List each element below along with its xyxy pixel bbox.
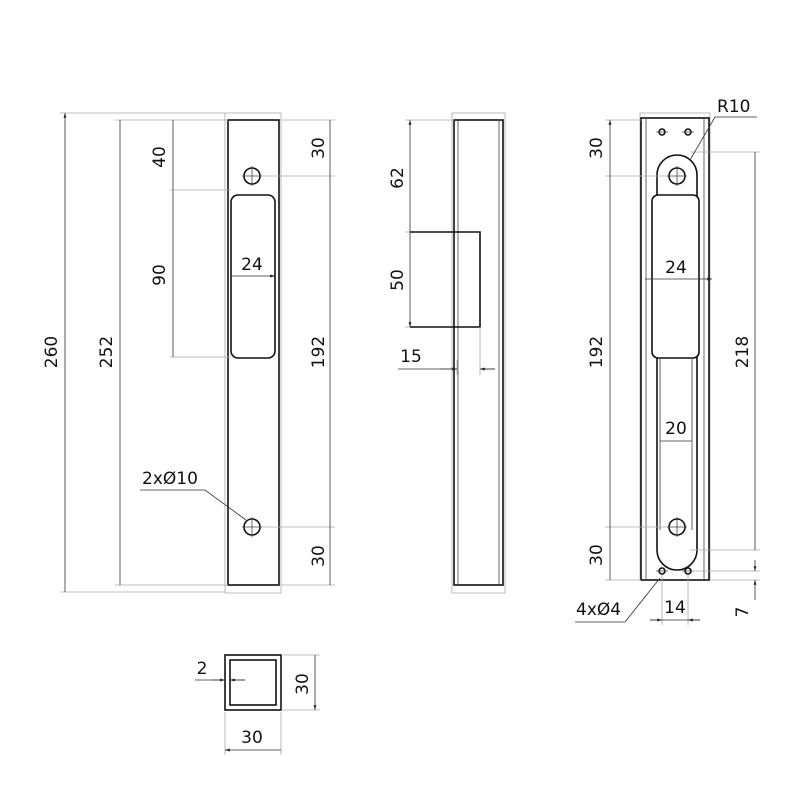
rear-view: R10 30 192 30 218 24 20 4xØ4 14 7 bbox=[575, 97, 760, 625]
dim-radius: R10 bbox=[717, 97, 750, 117]
dim-section-width: 30 bbox=[241, 728, 263, 748]
dim-slot-length: 218 bbox=[733, 336, 753, 368]
dim-hole-spacing: 192 bbox=[309, 336, 329, 368]
dim-bottom-hole-offset: 30 bbox=[587, 544, 607, 566]
dim-tongue-depth: 15 bbox=[400, 347, 422, 367]
section-view: 2 30 30 bbox=[195, 654, 320, 755]
dim-top-hole-offset: 30 bbox=[587, 137, 607, 159]
dim-body-length: 252 bbox=[97, 336, 117, 368]
dim-plate-width: 24 bbox=[665, 258, 687, 278]
dim-tongue-offset: 62 bbox=[388, 167, 408, 189]
dim-bottom-hole-offset: 30 bbox=[309, 545, 329, 567]
dim-screw-spacing: 14 bbox=[664, 598, 686, 618]
strike-slot bbox=[230, 194, 276, 359]
side-body bbox=[453, 119, 504, 586]
section-outer bbox=[224, 654, 282, 711]
dim-overall-length: 260 bbox=[42, 336, 62, 368]
dim-slot-offset: 40 bbox=[150, 146, 170, 168]
tongue bbox=[410, 231, 481, 328]
dim-section-height: 30 bbox=[293, 673, 313, 695]
strike-body bbox=[227, 119, 280, 586]
section-inner bbox=[229, 659, 277, 706]
dim-top-hole-offset: 30 bbox=[309, 137, 329, 159]
dim-screw-offset: 7 bbox=[733, 607, 753, 618]
dim-slot-width: 20 bbox=[665, 419, 687, 439]
holes-note: 2xØ10 bbox=[142, 469, 198, 489]
front-view: 260 252 40 90 24 30 192 30 2xØ10 bbox=[42, 113, 335, 594]
dim-tongue-length: 50 bbox=[388, 269, 408, 291]
dim-hole-spacing: 192 bbox=[587, 336, 607, 368]
dim-slot-width: 24 bbox=[241, 255, 263, 275]
screw-holes-note: 4xØ4 bbox=[576, 600, 621, 620]
dim-slot-length: 90 bbox=[150, 264, 170, 286]
side-view: 62 50 15 bbox=[388, 112, 506, 594]
dim-wall-thickness: 2 bbox=[197, 659, 208, 679]
